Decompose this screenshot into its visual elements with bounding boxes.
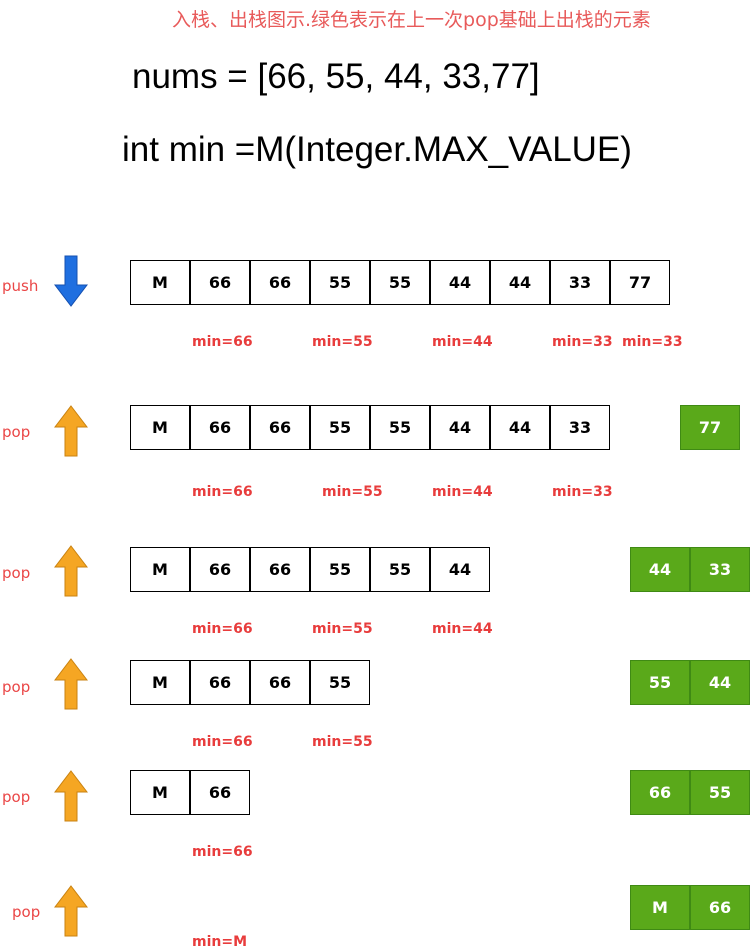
stack-cell: 55 [310, 260, 370, 305]
min-label: min=66 [192, 334, 253, 350]
up-arrow-icon [53, 658, 89, 710]
stack-cell: M [130, 770, 190, 815]
min-label: min=33 [552, 484, 613, 500]
operation-label: push [2, 277, 39, 295]
min-label: min=66 [192, 621, 253, 637]
min-label: min=44 [432, 621, 493, 637]
stack-cell: 66 [190, 770, 250, 815]
stack-cell: 33 [550, 405, 610, 450]
stack-cell: 33 [550, 260, 610, 305]
stack-cell: 44 [430, 547, 490, 592]
up-arrow-icon [53, 405, 89, 457]
operation-label: pop [2, 423, 31, 441]
min-label: min=66 [192, 844, 253, 860]
popped-cell: 44 [630, 547, 690, 592]
operation-label: pop [2, 678, 31, 696]
popped-cell: 77 [680, 405, 740, 450]
operation-label: pop [12, 903, 41, 921]
min-label: min=55 [312, 734, 373, 750]
stack-cell: M [130, 660, 190, 705]
down-arrow-icon [53, 255, 89, 307]
stack-cell: M [130, 260, 190, 305]
min-label: min=44 [432, 334, 493, 350]
popped-cell: M [630, 885, 690, 930]
stack-cell: 44 [490, 260, 550, 305]
stack-cell: 44 [430, 405, 490, 450]
diagram-note: 入栈、出栈图示.绿色表示在上一次pop基础上出栈的元素 [172, 9, 651, 31]
stack-cell: 55 [370, 547, 430, 592]
stack-cell: 66 [250, 547, 310, 592]
min-label: min=33 [622, 334, 683, 350]
min-label: min=55 [312, 334, 373, 350]
stack-cell: 66 [250, 260, 310, 305]
stack-cell: 55 [370, 405, 430, 450]
popped-cell: 44 [690, 660, 750, 705]
min-label: min=55 [322, 484, 383, 500]
min-label: min=M [192, 934, 248, 950]
stack-cell: M [130, 405, 190, 450]
min-label: min=55 [312, 621, 373, 637]
stack-cell: 66 [190, 660, 250, 705]
up-arrow-icon [53, 770, 89, 822]
stack-cell: 55 [310, 405, 370, 450]
stack-cell: 66 [190, 547, 250, 592]
min-label: min=66 [192, 734, 253, 750]
min-label: min=33 [552, 334, 613, 350]
stack-cell: 44 [430, 260, 490, 305]
popped-cell: 66 [690, 885, 750, 930]
min-declaration: int min =M(Integer.MAX_VALUE) [122, 130, 632, 169]
popped-cell: 55 [690, 770, 750, 815]
stack-cell: 66 [190, 260, 250, 305]
min-label: min=66 [192, 484, 253, 500]
stack-cell: 44 [490, 405, 550, 450]
up-arrow-icon [53, 885, 89, 937]
nums-declaration: nums = [66, 55, 44, 33,77] [132, 57, 540, 96]
stack-cell: M [130, 547, 190, 592]
stack-cell: 66 [250, 660, 310, 705]
stack-cell: 55 [310, 660, 370, 705]
min-label: min=44 [432, 484, 493, 500]
stack-cell: 66 [190, 405, 250, 450]
stack-cell: 55 [370, 260, 430, 305]
stack-cell: 55 [310, 547, 370, 592]
popped-cell: 66 [630, 770, 690, 815]
popped-cell: 33 [690, 547, 750, 592]
stack-cell: 66 [250, 405, 310, 450]
stack-cell: 77 [610, 260, 670, 305]
popped-cell: 55 [630, 660, 690, 705]
operation-label: pop [2, 564, 31, 582]
up-arrow-icon [53, 545, 89, 597]
operation-label: pop [2, 788, 31, 806]
